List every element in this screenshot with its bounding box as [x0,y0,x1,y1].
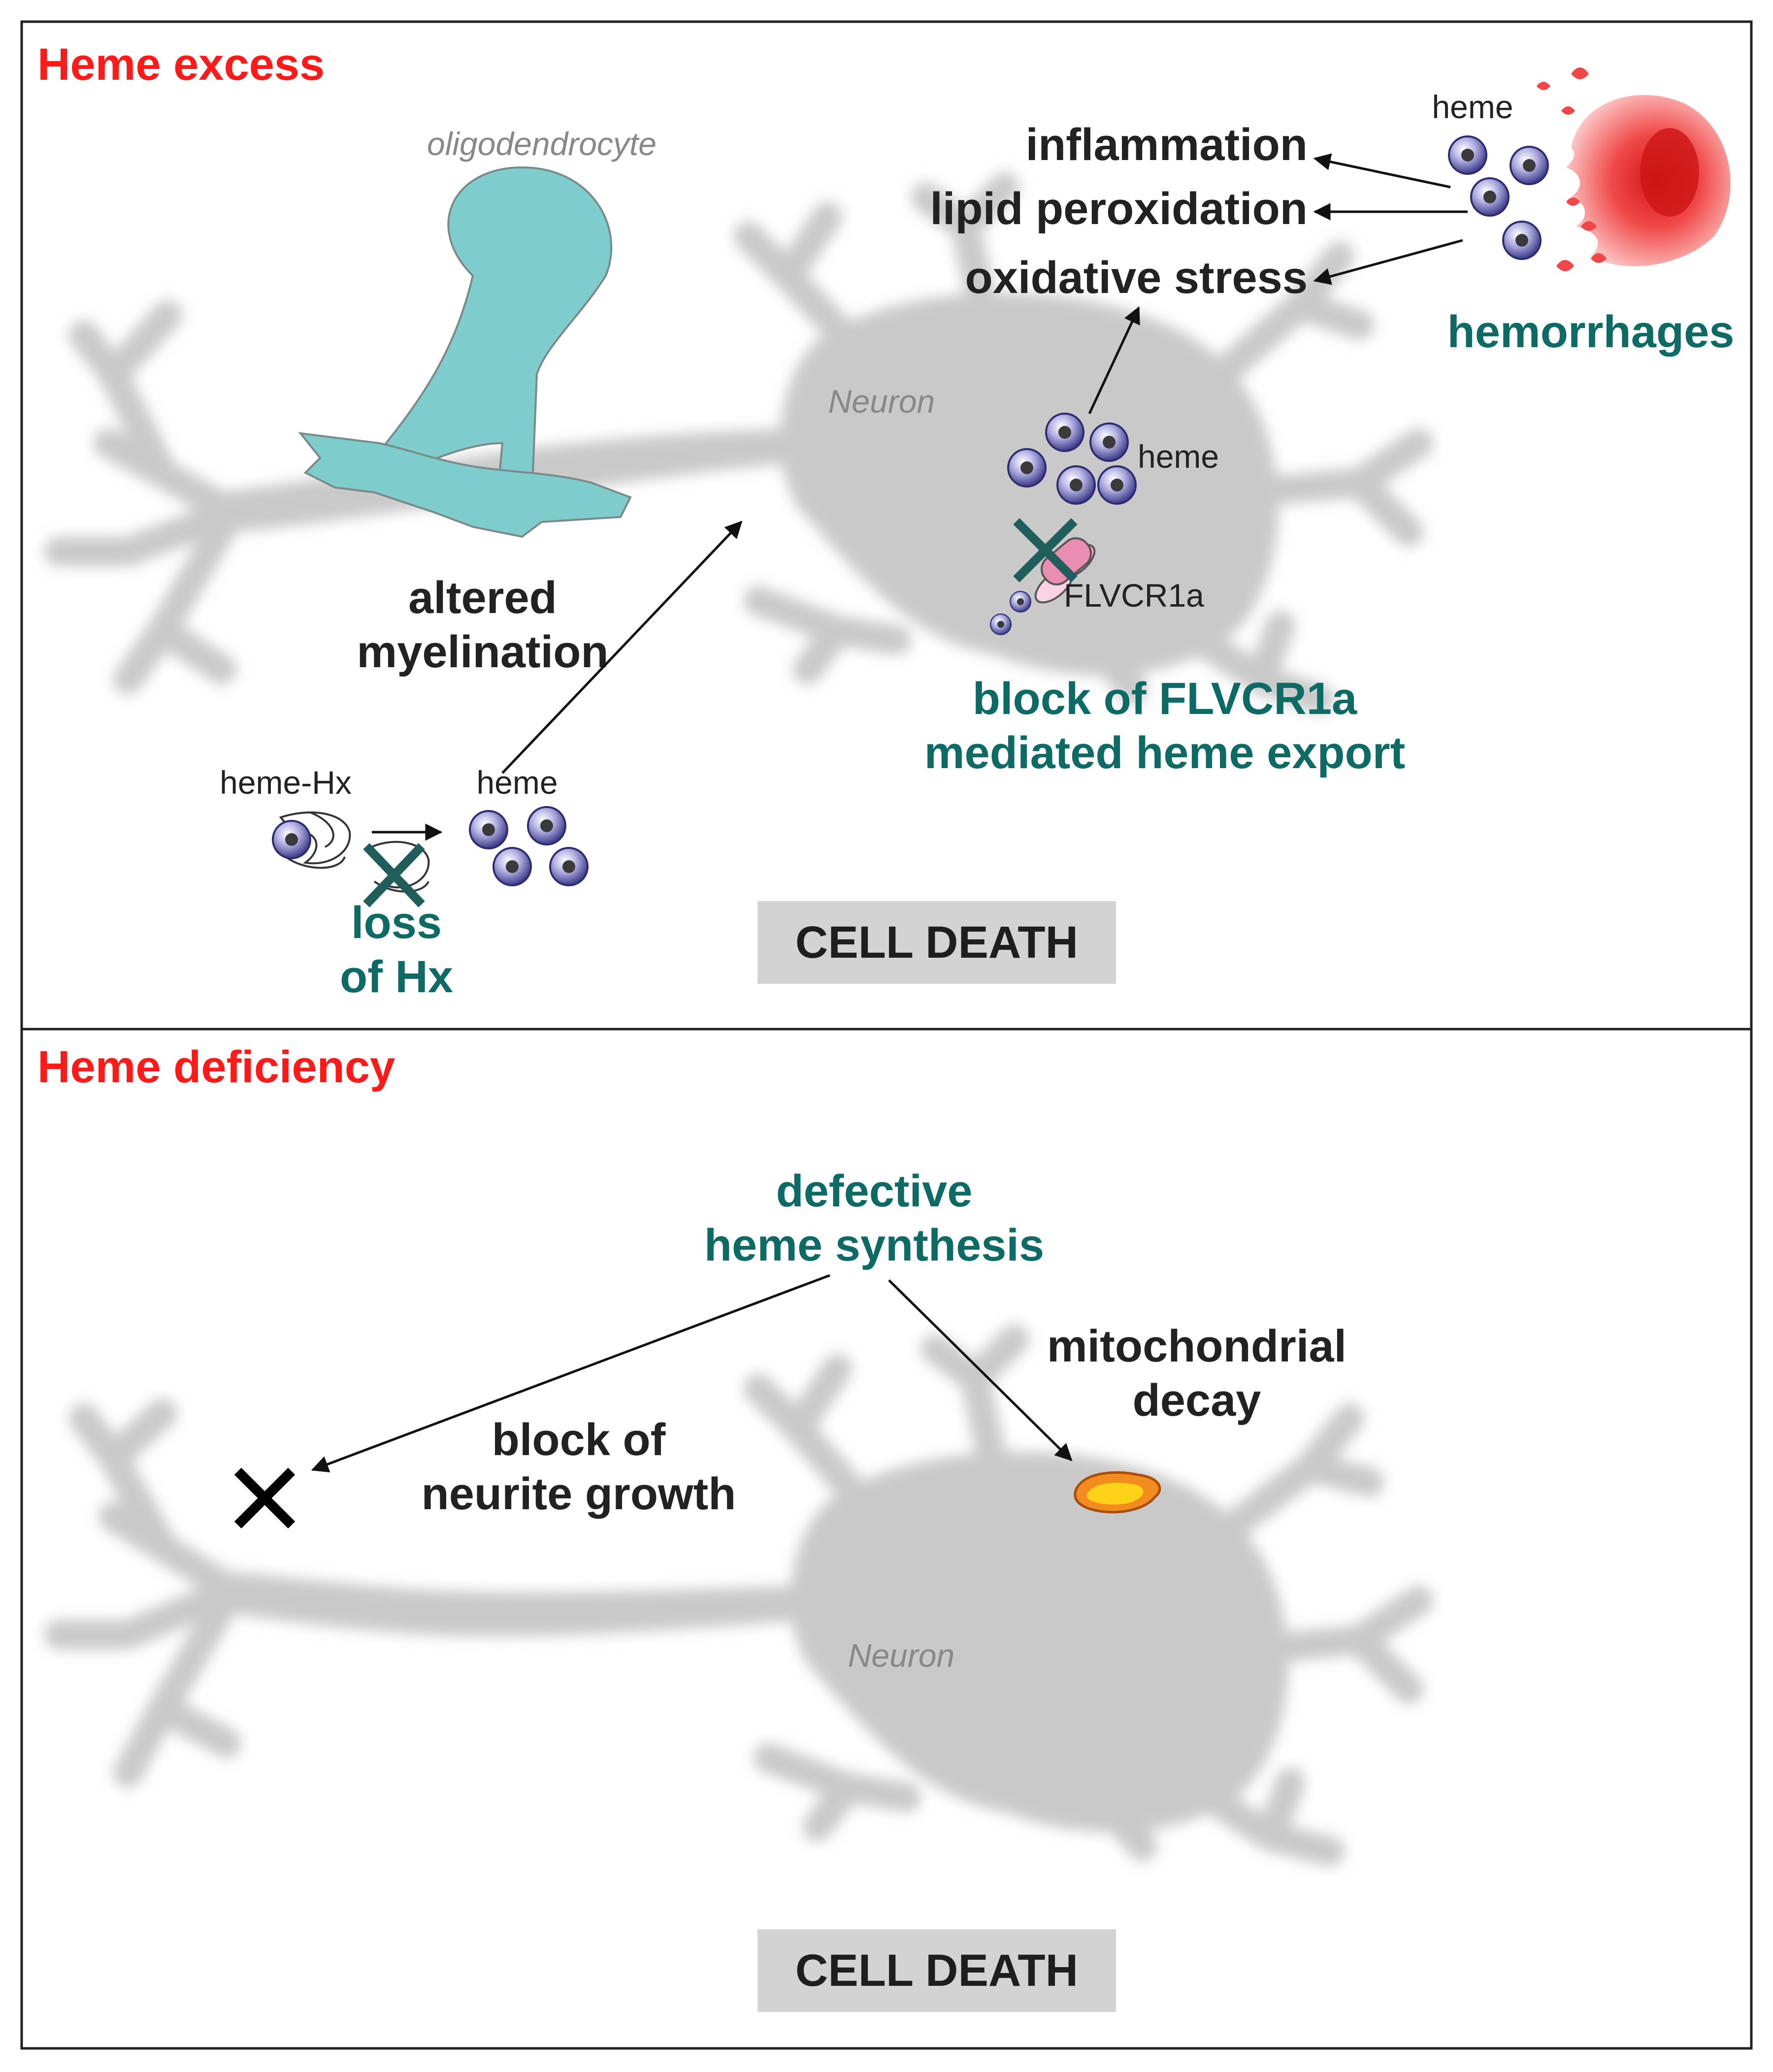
hemorrhage-heme-label: heme [1432,89,1513,125]
defective-synthesis-line-2: heme synthesis [704,1220,1044,1270]
panel-title-deficiency: Heme deficiency [37,1042,395,1092]
neuron-heme-label: heme [1138,438,1219,475]
myelination-line-2: myelination [357,627,608,677]
neurite-block-line-2: neurite growth [422,1469,736,1519]
flvcr-block-line-2: mediated heme export [924,728,1406,778]
mito-decay-line-2: decay [1133,1375,1261,1425]
hx-free-heme-label: heme [476,764,558,801]
hemorrhage-blood-icon [1537,67,1731,271]
myelination-line-1: altered [408,573,557,623]
panel-title-excess: Heme excess [37,39,325,90]
cell-death-box-deficiency [757,1929,1116,2012]
mitochondrion-icon [1074,1471,1161,1514]
loss-hx-line-2: of Hx [340,952,453,1002]
arrows-defective-synthesis [311,1274,1073,1473]
hx-loss-x-icon [363,843,425,907]
cell-death-label-excess: CELL DEATH [795,917,1078,968]
neurite-block-x-icon [234,1467,296,1529]
arrows-hemorrhage-to-effects [1313,153,1468,285]
hemorrhages-label: hemorrhages [1447,307,1735,357]
oligodendrocyte-label: oligodendrocyte [427,126,657,162]
neurite-block-line-1: block of [492,1415,666,1465]
flvcr1a-block-x-icon [1013,518,1078,583]
neuron-label-deficiency: Neuron [848,1637,954,1674]
neuron-shape-deficiency [44,1325,1433,1866]
effect-inflammation: inflammation [1026,120,1308,170]
cell-death-label-deficiency: CELL DEATH [795,1945,1078,1996]
oligodendrocyte-shape [298,166,632,538]
heme-hx-label: heme-Hx [220,764,352,801]
defective-synthesis-line-1: defective [776,1166,973,1216]
flvcr1a-label: FLVCR1a [1064,577,1204,614]
neuron-label-excess: Neuron [828,383,935,420]
arrow-neuron-heme-to-oxidative-stress [1088,306,1140,415]
effect-lipid-peroxidation: lipid peroxidation [930,184,1308,234]
loss-hx-line-1: loss [351,898,442,948]
cell-death-box-excess [757,901,1116,984]
flvcr-block-line-1: block of FLVCR1a [973,674,1357,724]
mito-decay-line-1: mitochondrial [1047,1321,1346,1371]
heme-hx-complex-icon [272,811,351,869]
effect-oxidative-stress: oxidative stress [965,253,1308,303]
arrow-heme-to-myelination [501,520,743,774]
